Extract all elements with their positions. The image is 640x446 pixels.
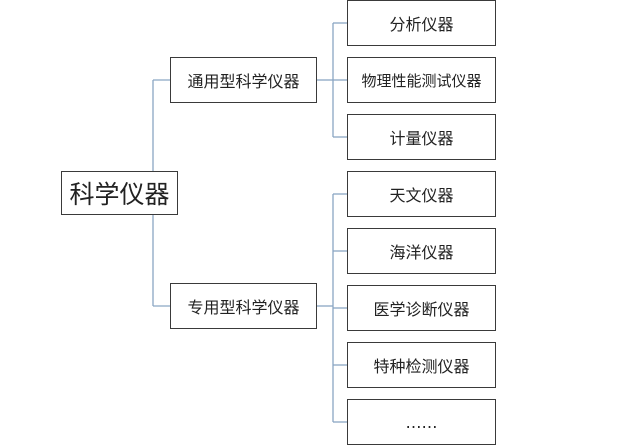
branch-node-special: 专用型科学仪器: [170, 283, 317, 329]
leaf-node-physical-testing: 物理性能测试仪器: [347, 57, 496, 103]
leaf-node-ocean: 海洋仪器: [347, 228, 496, 274]
leaf-node-special-detection: 特种检测仪器: [347, 342, 496, 388]
root-node: 科学仪器: [61, 171, 178, 215]
branch-node-general: 通用型科学仪器: [170, 57, 317, 103]
leaf-node-analysis: 分析仪器: [347, 0, 496, 46]
leaf-node-ellipsis: ……: [347, 399, 496, 445]
leaf-node-medical: 医学诊断仪器: [347, 285, 496, 331]
leaf-node-astronomy: 天文仪器: [347, 171, 496, 217]
leaf-node-metrology: 计量仪器: [347, 114, 496, 160]
